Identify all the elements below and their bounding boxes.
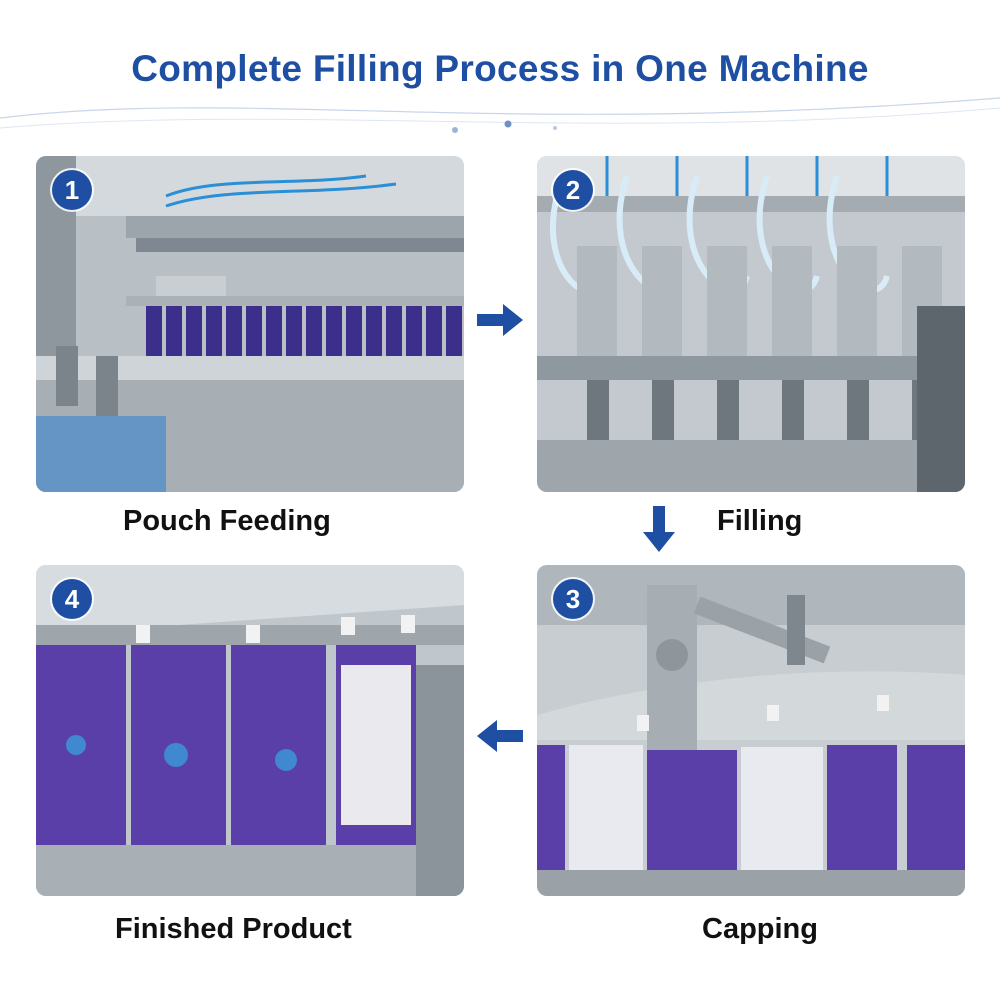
pouch-feeding-photo: [36, 156, 464, 492]
step-2-badge: 2: [553, 170, 593, 210]
step-1-badge: 1: [52, 170, 92, 210]
step-4-label: Finished Product: [115, 913, 352, 945]
step-3-badge: 3: [553, 579, 593, 619]
left-arrow-icon: [477, 720, 523, 752]
right-arrow-icon: [477, 304, 523, 336]
step-1-label: Pouch Feeding: [123, 505, 331, 537]
page-title: Complete Filling Process in One Machine: [131, 48, 869, 89]
step-2-photo-panel: 2: [537, 156, 965, 492]
filling-photo: [537, 156, 965, 492]
down-arrow-icon: [643, 506, 675, 552]
step-4-badge: 4: [52, 579, 92, 619]
step-3-photo-panel: 3: [537, 565, 965, 896]
step-1-photo-panel: 1: [36, 156, 464, 492]
step-3-label: Capping: [702, 913, 818, 945]
step-4-photo-panel: 4: [36, 565, 464, 896]
capping-photo: [537, 565, 965, 896]
step-2-label: Filling: [717, 505, 803, 537]
finished-product-photo: [36, 565, 464, 896]
decorative-wave-lines: [0, 97, 1000, 133]
